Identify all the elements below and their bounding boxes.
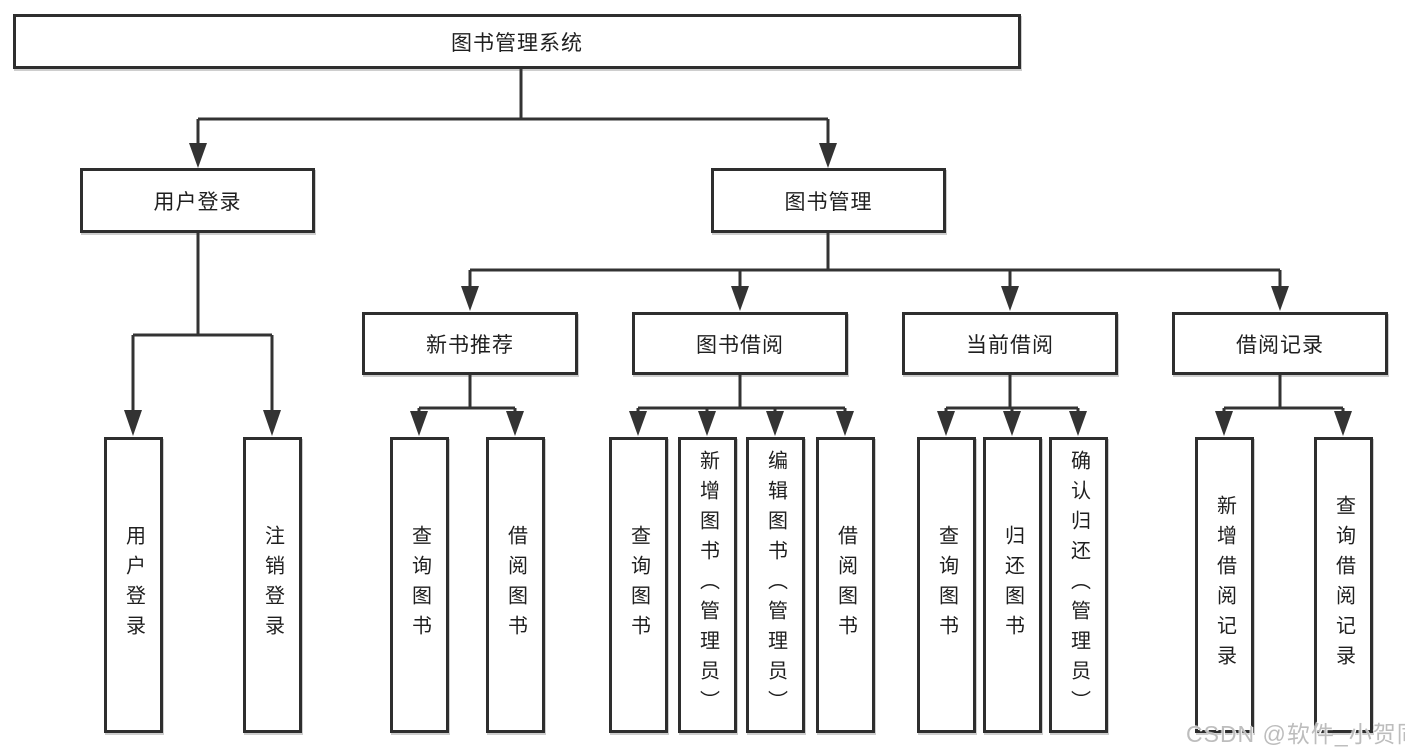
node-system-root: 图书管理系统 (13, 14, 1021, 69)
node-user-login: 用户登录 (80, 168, 315, 233)
node-book-borrowing: 图书借阅 (632, 312, 848, 375)
leaf-query-books-borrow: 查询图书 (609, 437, 668, 733)
leaf-borrow-books: 借阅图书 (816, 437, 875, 733)
leaf-edit-books-admin-label: 编辑图书（管理员） (764, 450, 787, 720)
leaf-borrow-books-recommend-label: 借阅图书 (504, 525, 527, 645)
leaf-query-books-current-label: 查询图书 (935, 525, 958, 645)
leaf-return-books: 归还图书 (983, 437, 1042, 733)
leaf-edit-books-admin: 编辑图书（管理员） (746, 437, 805, 733)
node-current-borrowing-label: 当前借阅 (966, 333, 1054, 357)
node-new-book-recommendation: 新书推荐 (362, 312, 578, 375)
leaf-query-books-current: 查询图书 (917, 437, 976, 733)
leaf-confirm-return-admin: 确认归还（管理员） (1049, 437, 1108, 733)
leaf-logout-label: 注销登录 (261, 525, 284, 645)
leaf-logout: 注销登录 (243, 437, 302, 733)
node-borrowing-records-label: 借阅记录 (1236, 333, 1324, 357)
node-current-borrowing: 当前借阅 (902, 312, 1118, 375)
leaf-confirm-return-admin-label: 确认归还（管理员） (1067, 450, 1090, 720)
node-book-management-label: 图书管理 (784, 190, 873, 214)
leaf-query-books-recommend-label: 查询图书 (408, 525, 431, 645)
leaf-add-borrow-record-label: 新增借阅记录 (1213, 495, 1236, 675)
leaf-query-books-borrow-label: 查询图书 (627, 525, 650, 645)
node-book-borrowing-label: 图书借阅 (696, 333, 784, 357)
node-system-root-label: 图书管理系统 (451, 31, 583, 55)
leaf-add-borrow-record: 新增借阅记录 (1195, 437, 1254, 733)
node-user-login-label: 用户登录 (153, 190, 242, 214)
leaf-query-books-recommend: 查询图书 (390, 437, 449, 733)
leaf-user-login: 用户登录 (104, 437, 163, 733)
leaf-query-borrow-record-label: 查询借阅记录 (1332, 495, 1355, 675)
node-borrowing-records: 借阅记录 (1172, 312, 1388, 375)
leaf-query-borrow-record: 查询借阅记录 (1314, 437, 1373, 733)
leaf-add-books-admin-label: 新增图书（管理员） (696, 450, 719, 720)
csdn-watermark: CSDN @软件_小贺同学 (1186, 721, 1405, 747)
leaf-borrow-books-label: 借阅图书 (834, 525, 857, 645)
node-new-book-recommendation-label: 新书推荐 (426, 333, 514, 357)
leaf-user-login-label: 用户登录 (122, 525, 145, 645)
leaf-add-books-admin: 新增图书（管理员） (678, 437, 737, 733)
leaf-return-books-label: 归还图书 (1001, 525, 1024, 645)
node-book-management: 图书管理 (711, 168, 946, 233)
leaf-borrow-books-recommend: 借阅图书 (486, 437, 545, 733)
